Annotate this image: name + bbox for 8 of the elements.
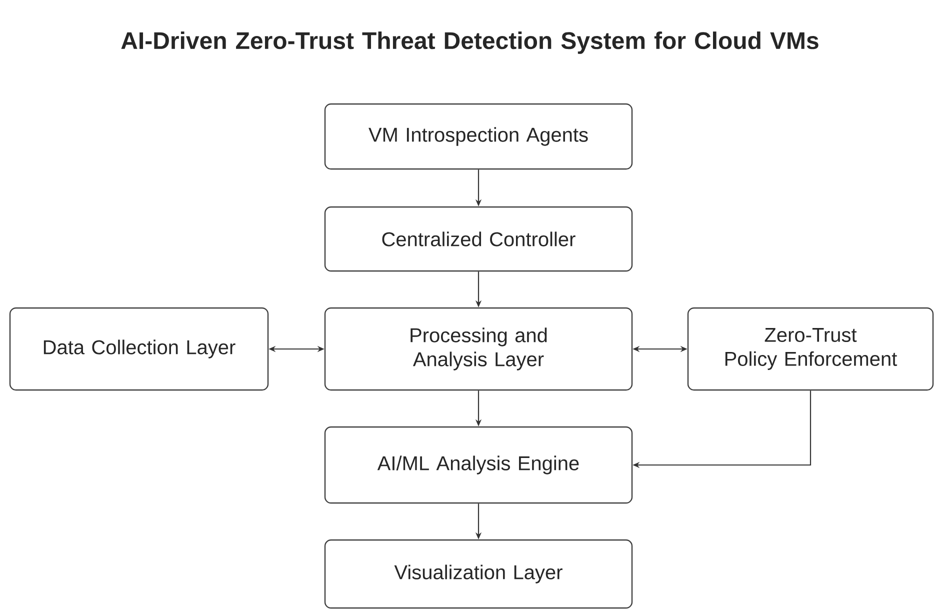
process-box: Processing and Analysis Layer bbox=[324, 307, 633, 391]
process-box: Centralized Controller bbox=[324, 206, 633, 272]
title: AI-Driven Zero-Trust Threat Detection System for Cloud VMs bbox=[121, 32, 818, 54]
process-box: AI/ML Analysis Engine bbox=[324, 426, 633, 504]
process-box: VM Introspection Agents bbox=[324, 103, 633, 170]
process-box: Zero-Trust Policy Enforcement bbox=[687, 307, 934, 391]
process-box: Data Collection Layer bbox=[9, 307, 269, 391]
process-box: Visualization Layer bbox=[324, 539, 633, 609]
